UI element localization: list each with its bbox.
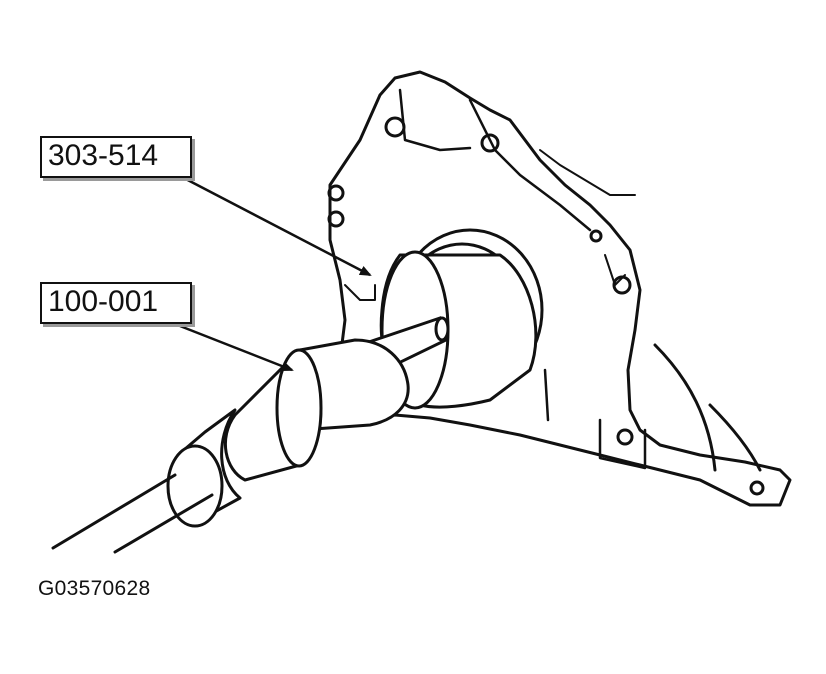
callout-303-514: 303-514	[40, 136, 192, 178]
bolt-holes	[327, 116, 765, 496]
flywheel-arc	[653, 343, 762, 472]
handle-tool	[166, 338, 410, 528]
callout-leaders	[179, 174, 372, 372]
callout-303-514-label: 303-514	[48, 139, 159, 172]
callout-100-001: 100-001	[40, 282, 192, 324]
figure-code: G03570628	[38, 577, 151, 600]
callout-100-001-label: 100-001	[48, 285, 159, 318]
leader-100-001	[179, 324, 294, 372]
slide-rod	[51, 473, 214, 554]
leader-303-514	[179, 174, 372, 277]
